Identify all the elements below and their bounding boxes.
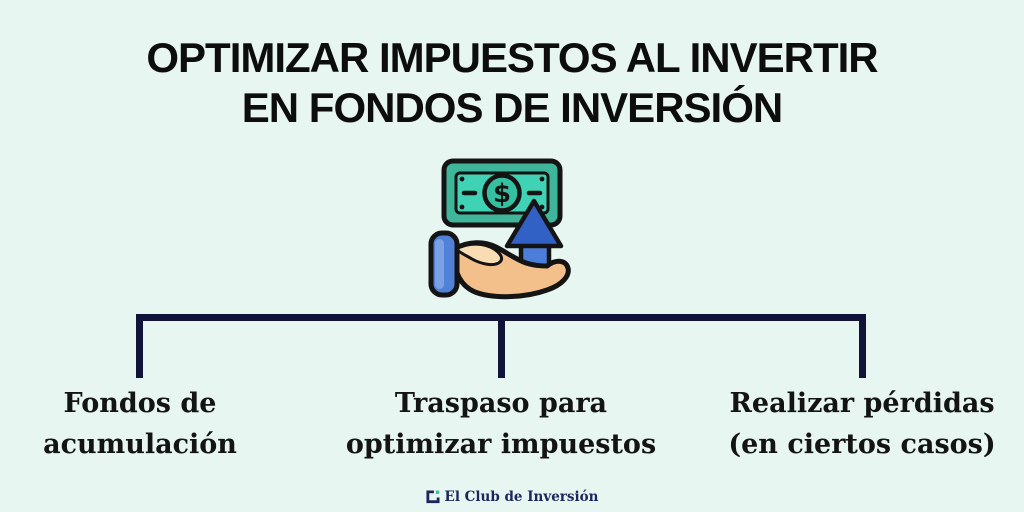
dollar-sign-glyph: $ xyxy=(493,179,511,209)
connector-middle-line xyxy=(498,314,505,378)
branch-3-line-1: Realizar pérdidas xyxy=(729,388,995,419)
title-line-1: OPTIMIZAR IMPUESTOS AL INVERTIR xyxy=(146,34,878,81)
bill-corner-dot xyxy=(539,176,545,182)
brand-footer: El Club de Inversión xyxy=(0,489,1024,505)
branch-2-line-2: optimizar impuestos xyxy=(345,429,657,460)
title-line-2: EN FONDOS DE INVERSIÓN xyxy=(241,84,783,131)
bill-corner-dot xyxy=(459,176,465,182)
brand-logo-icon xyxy=(426,490,440,504)
branch-1-line-2: acumulación xyxy=(43,429,237,460)
page-title: OPTIMIZAR IMPUESTOS AL INVERTIR EN FONDO… xyxy=(0,33,1024,133)
money-bill-icon: $ xyxy=(441,158,563,228)
sleeve-cuff-highlight xyxy=(435,239,444,289)
open-hand-icon xyxy=(428,230,571,300)
branch-2-line-1: Traspaso para xyxy=(394,388,608,419)
dollar-coin-circle xyxy=(482,173,522,213)
bill-corner-dot xyxy=(459,204,465,210)
branch-label-realizar-perdidas: Realizar pérdidas (en ciertos casos) xyxy=(728,383,995,465)
branch-3-line-2: (en ciertos casos) xyxy=(728,429,996,460)
hand-holding-money-icon: $ xyxy=(428,158,571,300)
branch-label-fondos-acumulacion: Fondos de acumulación xyxy=(43,383,237,465)
branch-1-line-1: Fondos de xyxy=(63,388,217,419)
brand-name: El Club de Inversión xyxy=(444,489,599,505)
branch-label-traspaso: Traspaso para optimizar impuestos xyxy=(346,383,656,465)
